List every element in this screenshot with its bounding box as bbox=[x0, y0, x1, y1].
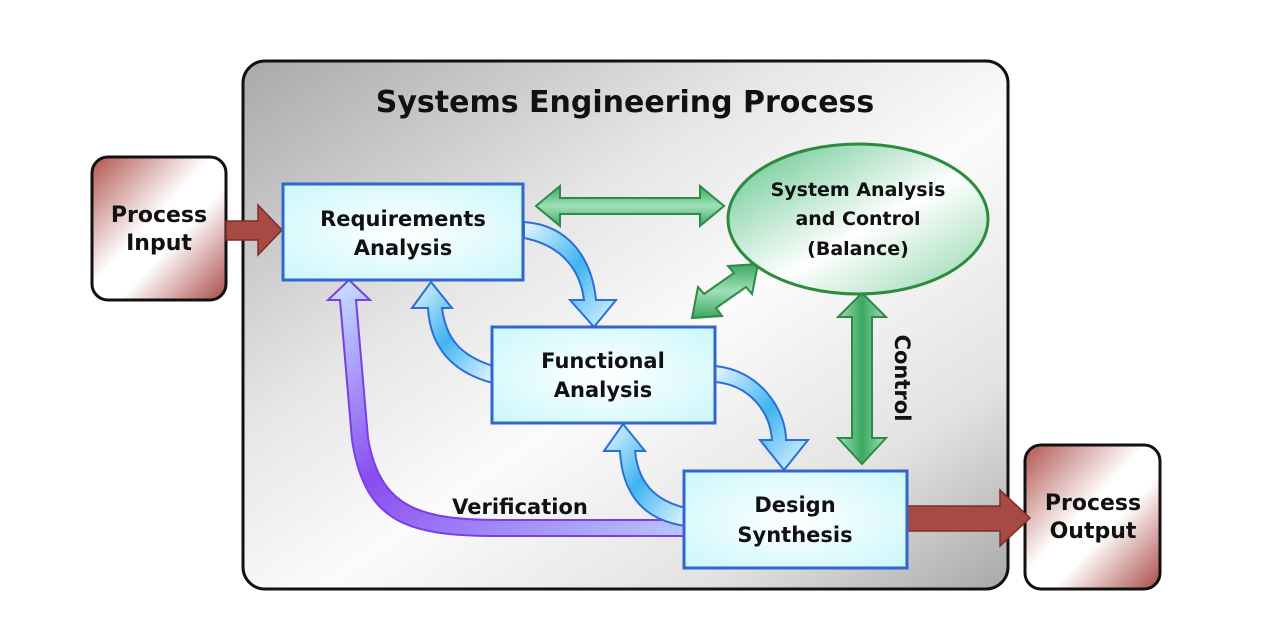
control-label: Control bbox=[890, 335, 914, 422]
svg-text:and Control: and Control bbox=[795, 208, 920, 230]
svg-text:Design: Design bbox=[754, 493, 835, 517]
input-arrow bbox=[225, 203, 284, 257]
req-balance-double-arrow bbox=[534, 183, 726, 229]
svg-text:(Balance): (Balance) bbox=[807, 238, 909, 260]
system-analysis-control-node: System Analysis and Control (Balance) bbox=[726, 142, 990, 296]
svg-text:Functional: Functional bbox=[541, 349, 665, 373]
svg-text:Process: Process bbox=[1045, 491, 1141, 516]
functional-analysis-node: Functional Analysis bbox=[490, 325, 717, 425]
diagram-title: Systems Engineering Process bbox=[376, 85, 875, 120]
control-double-arrow bbox=[835, 291, 889, 466]
process-output-node: Process Output bbox=[1023, 443, 1162, 591]
svg-text:Requirements: Requirements bbox=[320, 207, 486, 231]
svg-text:Synthesis: Synthesis bbox=[737, 523, 852, 547]
verification-label: Verification bbox=[452, 495, 588, 519]
svg-text:Analysis: Analysis bbox=[554, 378, 652, 402]
output-arrow bbox=[905, 488, 1032, 548]
design-synthesis-node: Design Synthesis bbox=[682, 469, 909, 570]
svg-text:Output: Output bbox=[1050, 519, 1137, 544]
func-to-design-arrow bbox=[714, 364, 811, 472]
process-input-node: Process Input bbox=[90, 155, 228, 302]
svg-text:Analysis: Analysis bbox=[354, 236, 452, 260]
svg-text:System Analysis: System Analysis bbox=[771, 179, 946, 201]
req-to-func-arrow bbox=[523, 220, 619, 329]
svg-text:Process: Process bbox=[111, 203, 207, 228]
svg-text:Input: Input bbox=[126, 231, 192, 256]
func-to-req-arrow bbox=[410, 280, 494, 385]
requirements-analysis-node: Requirements Analysis bbox=[281, 182, 525, 282]
